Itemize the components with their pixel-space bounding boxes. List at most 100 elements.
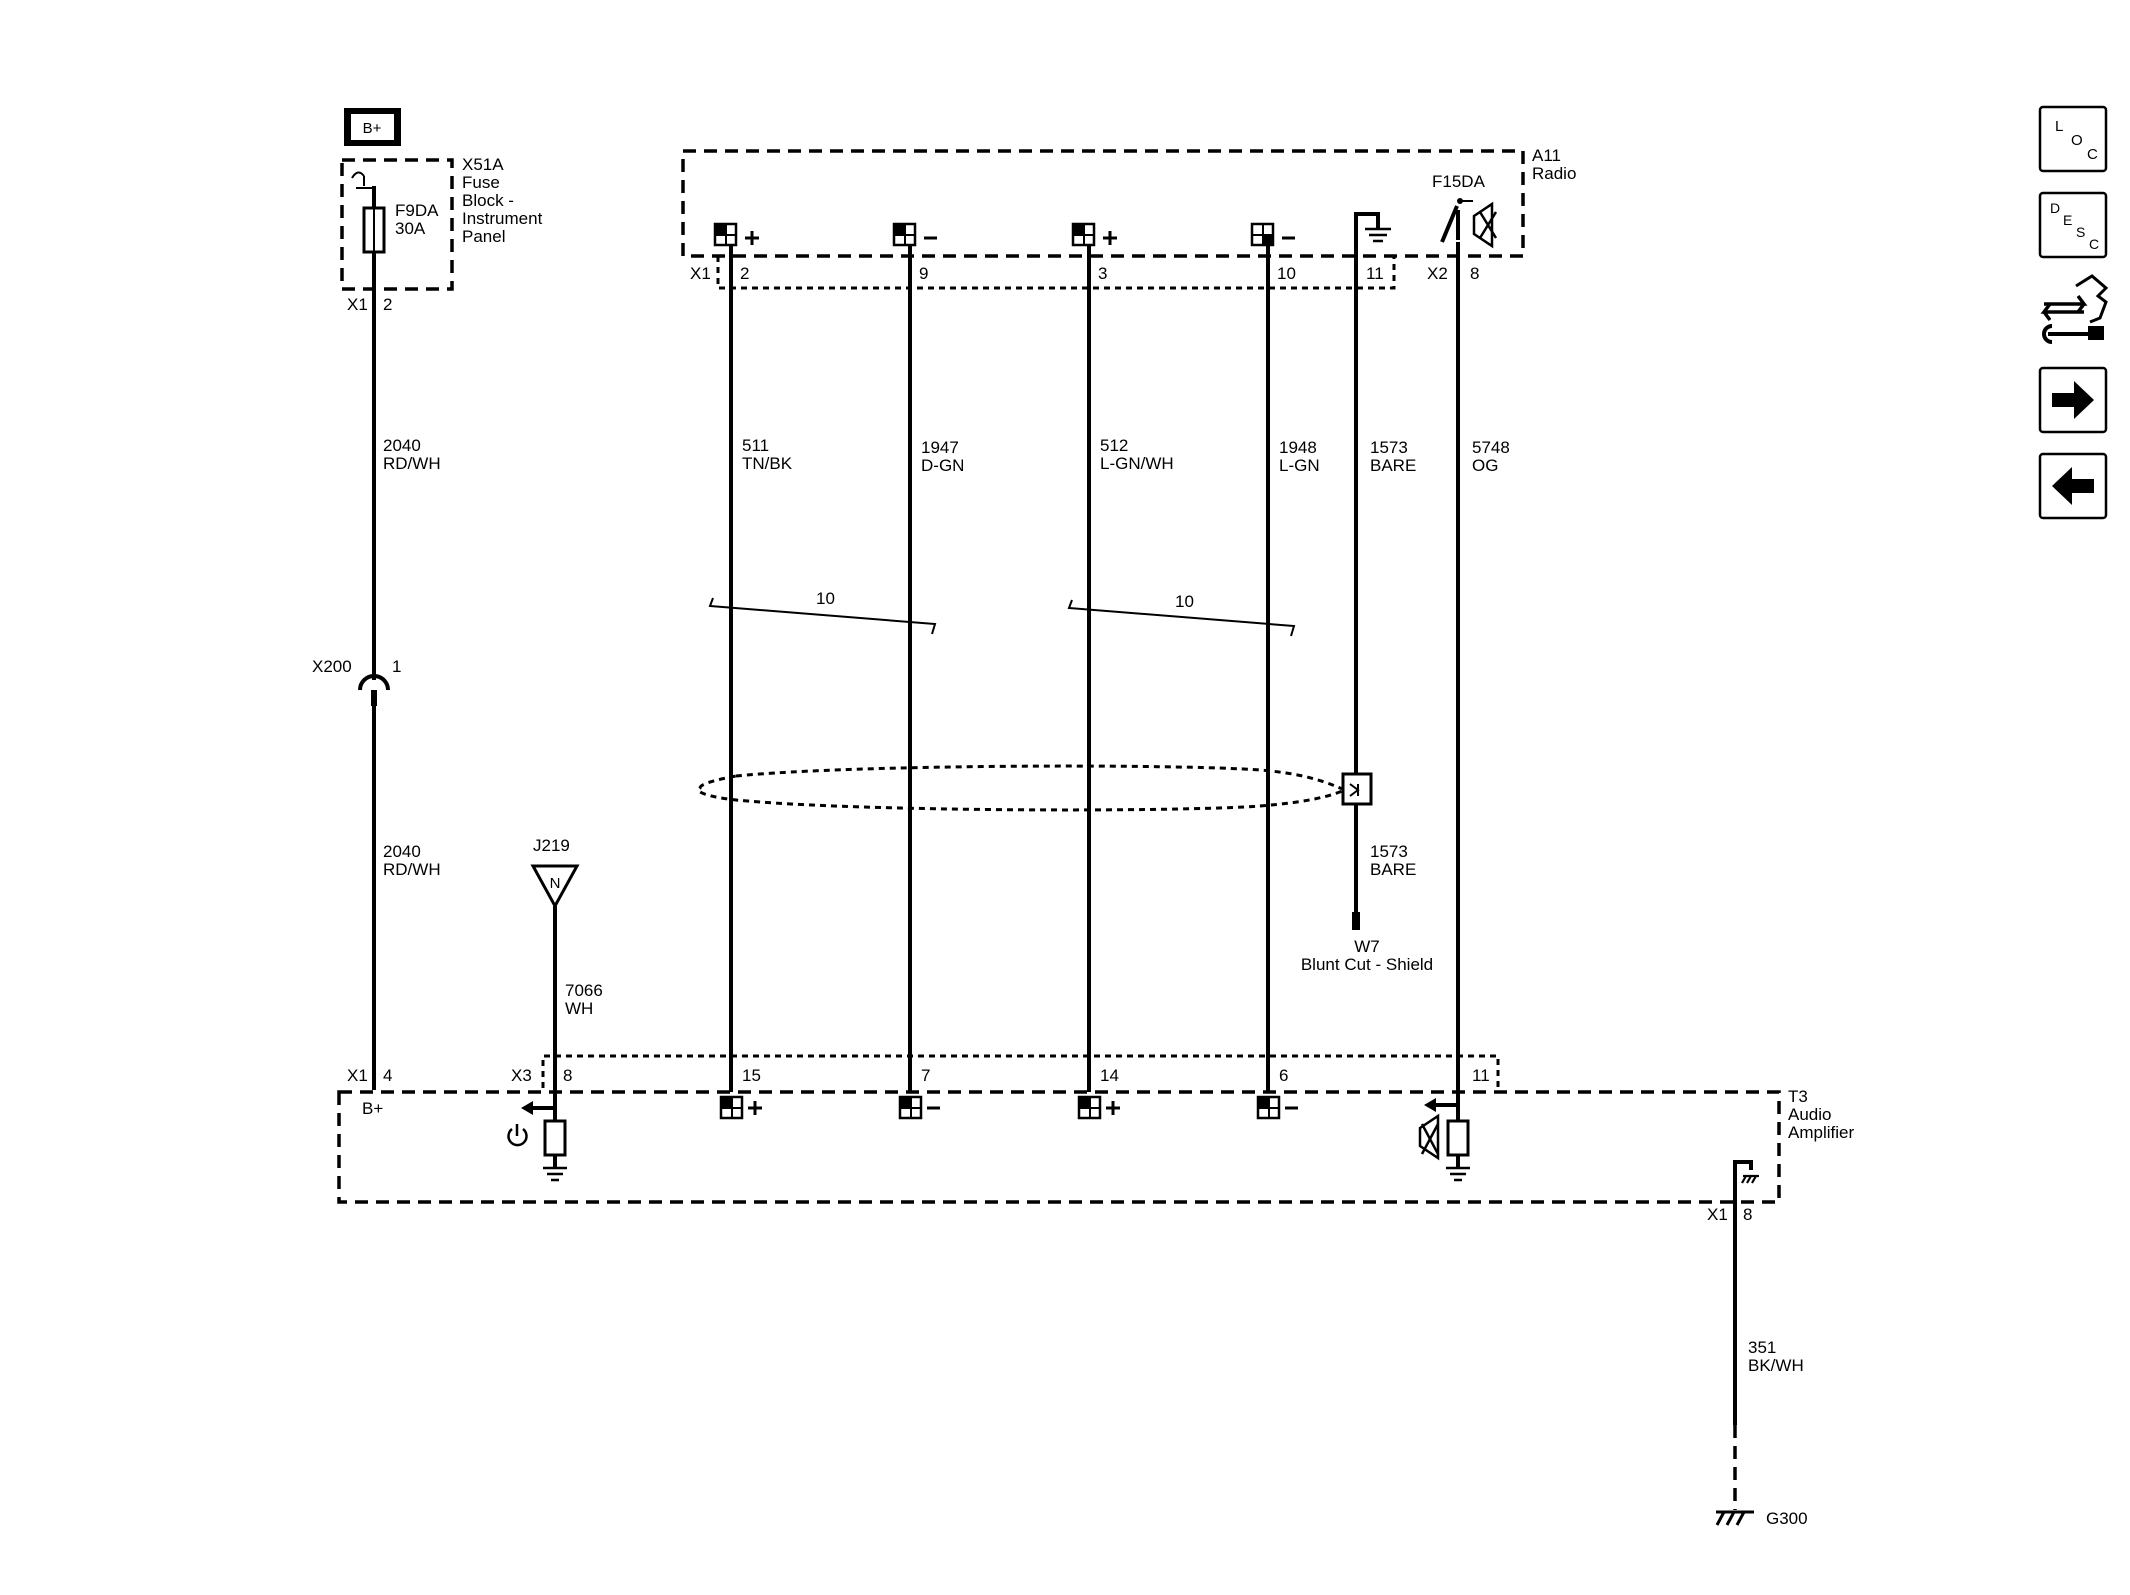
amplifier-module-outline [337, 1090, 1781, 1204]
fuse-block-label-line3: Block - [462, 191, 514, 210]
power-icon [507, 1124, 528, 1147]
ground-g300-label: G300 [1766, 1509, 1808, 1528]
svg-text:D: D [2050, 200, 2060, 216]
splice-name: J219 [533, 836, 570, 855]
wire-2040-upper-color: RD/WH [383, 454, 441, 473]
amplifier-audio-plus-icon-2 [1077, 1095, 1120, 1120]
radio-connector-x1-outline [716, 256, 1396, 290]
loc-icon: L O C [2055, 118, 2098, 163]
amplifier-pin-11: 11 [1472, 1066, 1490, 1085]
splice-symbol: N [550, 875, 561, 892]
amplifier-connector-x3-outline [541, 1054, 1500, 1088]
arrow-right-icon [2052, 381, 2094, 419]
radio-pin-11: 11 [1366, 264, 1384, 283]
shield-label-line2: Blunt Cut - Shield [1301, 955, 1433, 974]
amplifier-label-line3: Amplifier [1788, 1123, 1854, 1142]
speaker-mute-icon [1456, 201, 1498, 249]
wire-1948-color: L-GN [1279, 456, 1320, 475]
amplifier-pin-8: 8 [563, 1066, 572, 1085]
radio-audio-plus-icon-1 [713, 222, 759, 247]
battery-power-label: B+ [363, 120, 382, 137]
wire-1947-color: D-GN [921, 456, 964, 475]
inline-connector-name: X200 [312, 657, 352, 676]
amplifier-audio-plus-icon-1 [719, 1095, 762, 1120]
wire-7066-circuit: 7066 [565, 981, 603, 1000]
fuse-block-outline [340, 158, 454, 291]
fuse-rating-label: 30A [395, 219, 426, 238]
svg-text:C: C [2087, 146, 2098, 163]
wire-1947-circuit: 1947 [921, 438, 959, 457]
svg-text:E: E [2063, 212, 2072, 228]
amplifier-ground-icon [1733, 1160, 1759, 1425]
previous-page-button[interactable] [2038, 452, 2108, 520]
amplifier-pin-4: 4 [383, 1066, 392, 1085]
next-page-button[interactable] [2038, 366, 2108, 434]
radio-ground-icon [1354, 212, 1391, 256]
radio-connector-x2-label: X2 [1427, 264, 1448, 283]
wire-511-circuit: 511 [742, 436, 769, 455]
wire-1573-circuit: 1573 [1370, 438, 1408, 457]
fuse-block-connector-label: X1 [347, 295, 368, 314]
amplifier-connector-x3-label: X3 [511, 1066, 532, 1085]
radio-switch-icon [1440, 198, 1473, 256]
radio-pin-9: 9 [919, 264, 928, 283]
radio-pin-2: 2 [740, 264, 749, 283]
wire-1948-circuit: 1948 [1279, 438, 1317, 457]
svg-text:C: C [2089, 236, 2099, 252]
amplifier-speaker-mute-icon [1418, 1113, 1440, 1161]
amplifier-enable-input [521, 1101, 567, 1182]
wire-2040-lower-color: RD/WH [383, 860, 441, 879]
amplifier-pin-6: 6 [1279, 1066, 1288, 1085]
wire-7066-color: WH [565, 999, 593, 1018]
amplifier-mute-input [1424, 1098, 1470, 1182]
desc-icon: D E S C [2050, 200, 2099, 252]
amplifier-pin-7: 7 [921, 1066, 930, 1085]
twisted-pair-label-2: 10 [1175, 592, 1194, 611]
radio-audio-minus-icon-2 [1250, 222, 1295, 247]
component-swap-icon [2040, 274, 2109, 344]
radio-pin-3: 3 [1098, 264, 1107, 283]
splice-j219: N [530, 864, 580, 910]
amplifier-pin-14: 14 [1100, 1066, 1119, 1085]
fuse-block-label-line5: Panel [462, 227, 505, 246]
svg-text:S: S [2076, 224, 2085, 240]
amplifier-power-label: B+ [362, 1099, 383, 1118]
radio-label-line2: Radio [1532, 164, 1576, 183]
battery-power-symbol: B+ [344, 108, 401, 146]
radio-connector-x1-label: X1 [690, 264, 711, 283]
radio-audio-plus-icon-2 [1071, 222, 1117, 247]
radio-module-outline [681, 149, 1525, 258]
fuse-block-label-line1: X51A [462, 155, 504, 174]
wire-512-circuit: 512 [1100, 436, 1128, 455]
radio-label-line1: A11 [1532, 146, 1561, 165]
fuse-symbol [351, 171, 386, 254]
twisted-pair-marker-1 [708, 597, 937, 635]
twisted-pair-label-1: 10 [816, 589, 835, 608]
loc-button[interactable]: L O C [2038, 105, 2108, 173]
desc-button[interactable]: D E S C [2038, 191, 2108, 259]
radio-pin-8: 8 [1470, 264, 1479, 283]
wire-512-color: L-GN/WH [1100, 454, 1174, 473]
component-swap-button[interactable] [2040, 274, 2109, 344]
amplifier-connector-x1-label: X1 [347, 1066, 368, 1085]
wire-1573-shield-circuit: 1573 [1370, 842, 1408, 861]
svg-text:O: O [2071, 132, 2083, 149]
wire-2040-upper-circuit: 2040 [383, 436, 421, 455]
ground-g300-icon [1715, 1510, 1754, 1526]
radio-fuse-label: F15DA [1432, 172, 1486, 191]
amplifier-ground-connector: X1 [1707, 1205, 1728, 1224]
fuse-block-label-line2: Fuse [462, 173, 500, 192]
wire-1573-shield-color: BARE [1370, 860, 1416, 879]
amplifier-audio-minus-icon-1 [898, 1095, 940, 1120]
wire-351-color: BK/WH [1748, 1356, 1804, 1375]
shield-label-line1: W7 [1354, 937, 1380, 956]
arrow-left-icon [2052, 467, 2094, 505]
amplifier-label-line2: Audio [1788, 1105, 1831, 1124]
fuse-block-pin-label: 2 [383, 295, 392, 314]
amplifier-pin-15: 15 [742, 1066, 761, 1085]
wire-351-circuit: 351 [1748, 1338, 1776, 1357]
wire-1573-color: BARE [1370, 456, 1416, 475]
inline-connector-x200 [358, 674, 390, 691]
fuse-block-label-line4: Instrument [462, 209, 543, 228]
